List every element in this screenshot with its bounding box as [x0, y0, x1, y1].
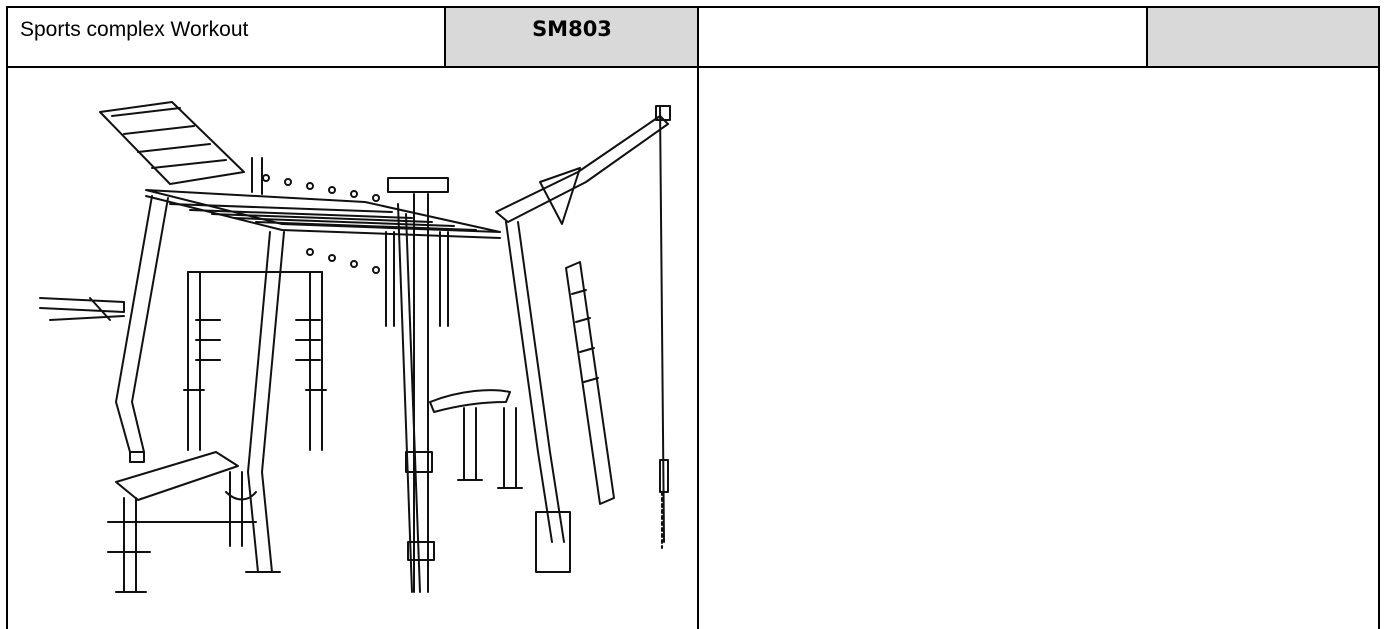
workout-complex-icon — [39, 101, 671, 593]
col-divider-2 — [697, 6, 699, 629]
description-cell — [698, 8, 1147, 67]
header-row-divider — [6, 66, 1379, 68]
extra-cell — [1147, 8, 1379, 67]
product-drawing — [20, 72, 690, 627]
product-code: SM803 — [532, 17, 612, 41]
table-border-top — [6, 6, 1379, 8]
extra-text-cell — [1147, 8, 1379, 67]
product-name: Sports complex Workout — [20, 18, 249, 41]
col-divider-1 — [444, 6, 446, 67]
product-code-cell — [445, 8, 698, 67]
table-border-left — [6, 6, 8, 629]
col-divider-3 — [1146, 6, 1148, 67]
table-border-right — [1378, 6, 1380, 629]
